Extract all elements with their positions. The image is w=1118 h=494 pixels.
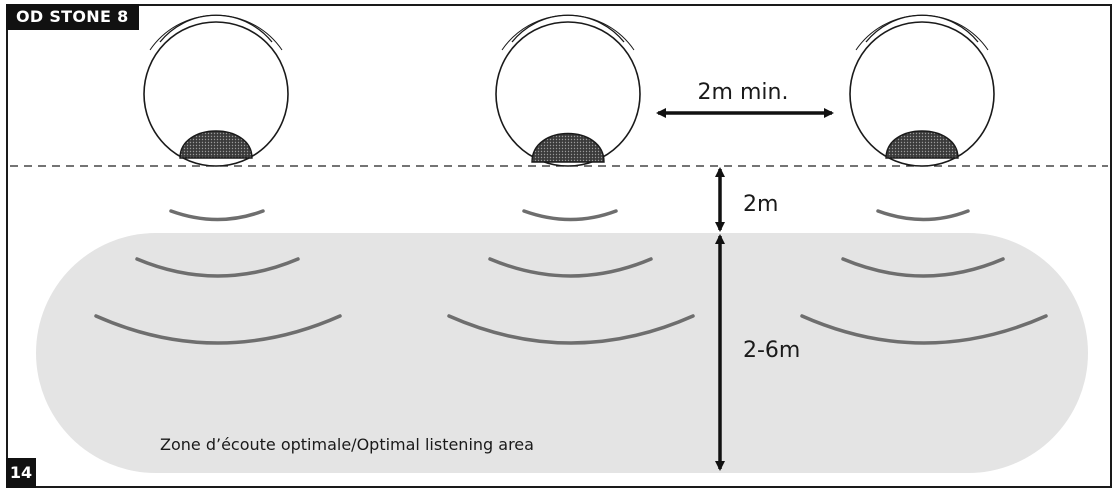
- sound-waves-center: [447, 209, 695, 345]
- sound-waves-left: [94, 209, 342, 345]
- page-number-badge: 14: [6, 458, 36, 488]
- speaker-right: [849, 14, 995, 167]
- speaker-grille-icon: [531, 132, 605, 163]
- speaker-spacing-label: 2m min.: [698, 80, 789, 105]
- speaker-left: [143, 14, 289, 167]
- zone-depth-label: 2-6m: [743, 338, 800, 363]
- model-title-badge: OD STONE 8: [6, 4, 139, 30]
- speaker-center: [495, 14, 641, 167]
- listening-zone: [36, 233, 1088, 473]
- sound-waves-right: [800, 209, 1048, 345]
- speaker-grille-icon: [179, 130, 253, 159]
- listening-zone-label: Zone d’écoute optimale/Optimal listening…: [160, 435, 534, 454]
- speaker-grille-icon: [885, 130, 959, 159]
- front-distance-label: 2m: [743, 192, 778, 217]
